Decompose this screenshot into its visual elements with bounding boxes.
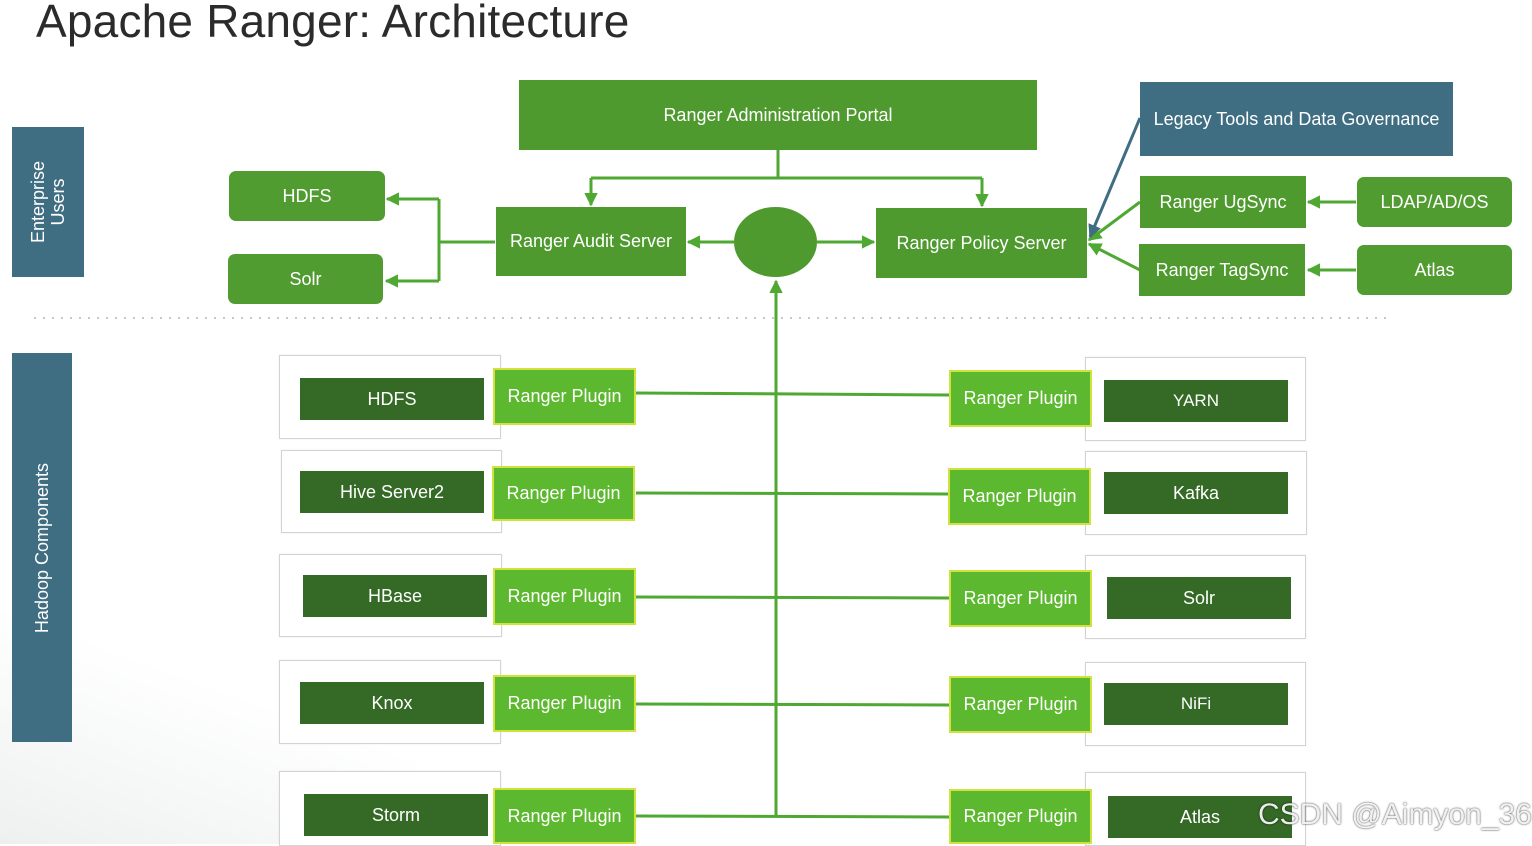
hadoop-components-label: Hadoop Components	[12, 353, 72, 742]
ldap-ad-os-box: LDAP/AD/OS	[1357, 177, 1512, 227]
component-solr: Solr	[1107, 577, 1291, 619]
component-yarn: YARN	[1104, 380, 1288, 422]
component-kafka: Kafka	[1104, 472, 1288, 514]
component-hbase: HBase	[303, 575, 487, 617]
ranger-plugin-yarn: Ranger Plugin	[949, 370, 1092, 427]
csdn-watermark: CSDN @Aimyon_36	[1258, 798, 1532, 831]
ranger-plugin-hive: Ranger Plugin	[492, 466, 635, 521]
component-atlas: Atlas	[1108, 796, 1292, 838]
component-hive-server2: Hive Server2	[300, 471, 484, 513]
component-storm: Storm	[304, 794, 488, 836]
ranger-plugin-kafka: Ranger Plugin	[948, 468, 1091, 525]
page-title: Apache Ranger: Architecture	[36, 0, 630, 47]
ranger-plugin-atlas: Ranger Plugin	[949, 789, 1092, 844]
audit-solr-box: Solr	[228, 254, 383, 304]
component-hdfs: HDFS	[300, 378, 484, 420]
ranger-plugin-hdfs: Ranger Plugin	[493, 368, 636, 425]
legacy-tools-box: Legacy Tools and Data Governance	[1140, 82, 1453, 156]
ranger-plugin-solr: Ranger Plugin	[949, 570, 1092, 627]
ranger-usersync: Ranger UgSync	[1140, 176, 1306, 228]
ranger-plugin-hbase: Ranger Plugin	[493, 568, 636, 625]
central-hub	[734, 207, 817, 277]
ranger-tagsync: Ranger TagSync	[1139, 244, 1305, 296]
ranger-admin-portal: Ranger Administration Portal	[519, 80, 1037, 150]
ranger-audit-server: Ranger Audit Server	[496, 207, 686, 276]
ranger-plugin-knox: Ranger Plugin	[493, 675, 636, 732]
ranger-plugin-nifi: Ranger Plugin	[949, 676, 1092, 733]
ranger-plugin-storm: Ranger Plugin	[493, 788, 636, 844]
component-knox: Knox	[300, 682, 484, 724]
audit-hdfs-box: HDFS	[229, 171, 385, 221]
enterprise-users-label: Enterprise Users	[12, 127, 84, 277]
ranger-policy-server: Ranger Policy Server	[876, 208, 1087, 278]
component-nifi: NiFi	[1104, 683, 1288, 725]
atlas-source-box: Atlas	[1357, 245, 1512, 295]
